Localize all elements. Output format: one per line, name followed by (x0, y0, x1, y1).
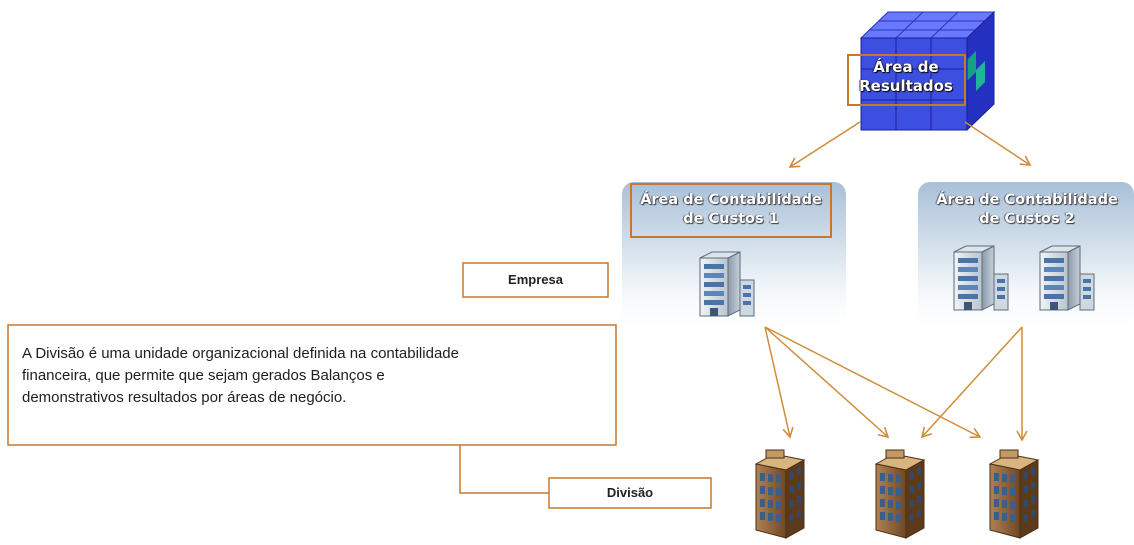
division-description-line1: A Divisão é uma unidade organizacional d… (22, 345, 459, 362)
division-label-box (548, 477, 712, 509)
result-area-label-line1: Área de (873, 58, 939, 76)
description-box (7, 324, 617, 446)
division-building-icon-2 (875, 449, 925, 539)
company-label: Empresa (508, 272, 563, 287)
division-description-line3: demonstrativos resultados por áreas de n… (22, 389, 347, 406)
description-connector (459, 445, 549, 494)
arrow-ca2-to-division-2 (920, 326, 1023, 439)
cost-area-1-callout (630, 183, 832, 238)
division-building-icon-1 (755, 449, 805, 539)
arrow-ca1-to-division-2 (764, 326, 890, 439)
arrow-to-cost-area-1 (788, 121, 861, 168)
arrow-ca1-to-division-1 (764, 326, 794, 439)
cost-area-1-title-line2: de Custos 1 (683, 211, 779, 227)
cost-area-1-title-line1: Área de Contabilidade (640, 192, 822, 208)
company-label-box (462, 262, 609, 298)
cost-area-2-title-line2: de Custos 2 (979, 211, 1075, 227)
result-area-label-line2: Resultados (859, 77, 953, 95)
division-building-icon-3 (989, 449, 1039, 539)
cost-area-1-title: Área de Contabilidade de Custos 1 (622, 191, 840, 229)
division-label: Divisão (606, 485, 654, 500)
division-description-line2: financeira, que permite que sejam gerado… (22, 367, 385, 384)
division-arrows (764, 326, 1028, 442)
arrow-to-cost-area-2 (964, 121, 1032, 166)
cost-area-2-title-line1: Área de Contabilidade (936, 192, 1118, 208)
division-description: A Divisão é uma unidade organizacional d… (22, 343, 612, 409)
result-area-callout (847, 54, 966, 106)
cost-area-2-title: Área de Contabilidade de Custos 2 (920, 191, 1134, 229)
arrow-ca1-to-division-3 (764, 326, 982, 439)
result-area-label: Área de Resultados (846, 58, 966, 96)
cube-icon (859, 10, 996, 132)
